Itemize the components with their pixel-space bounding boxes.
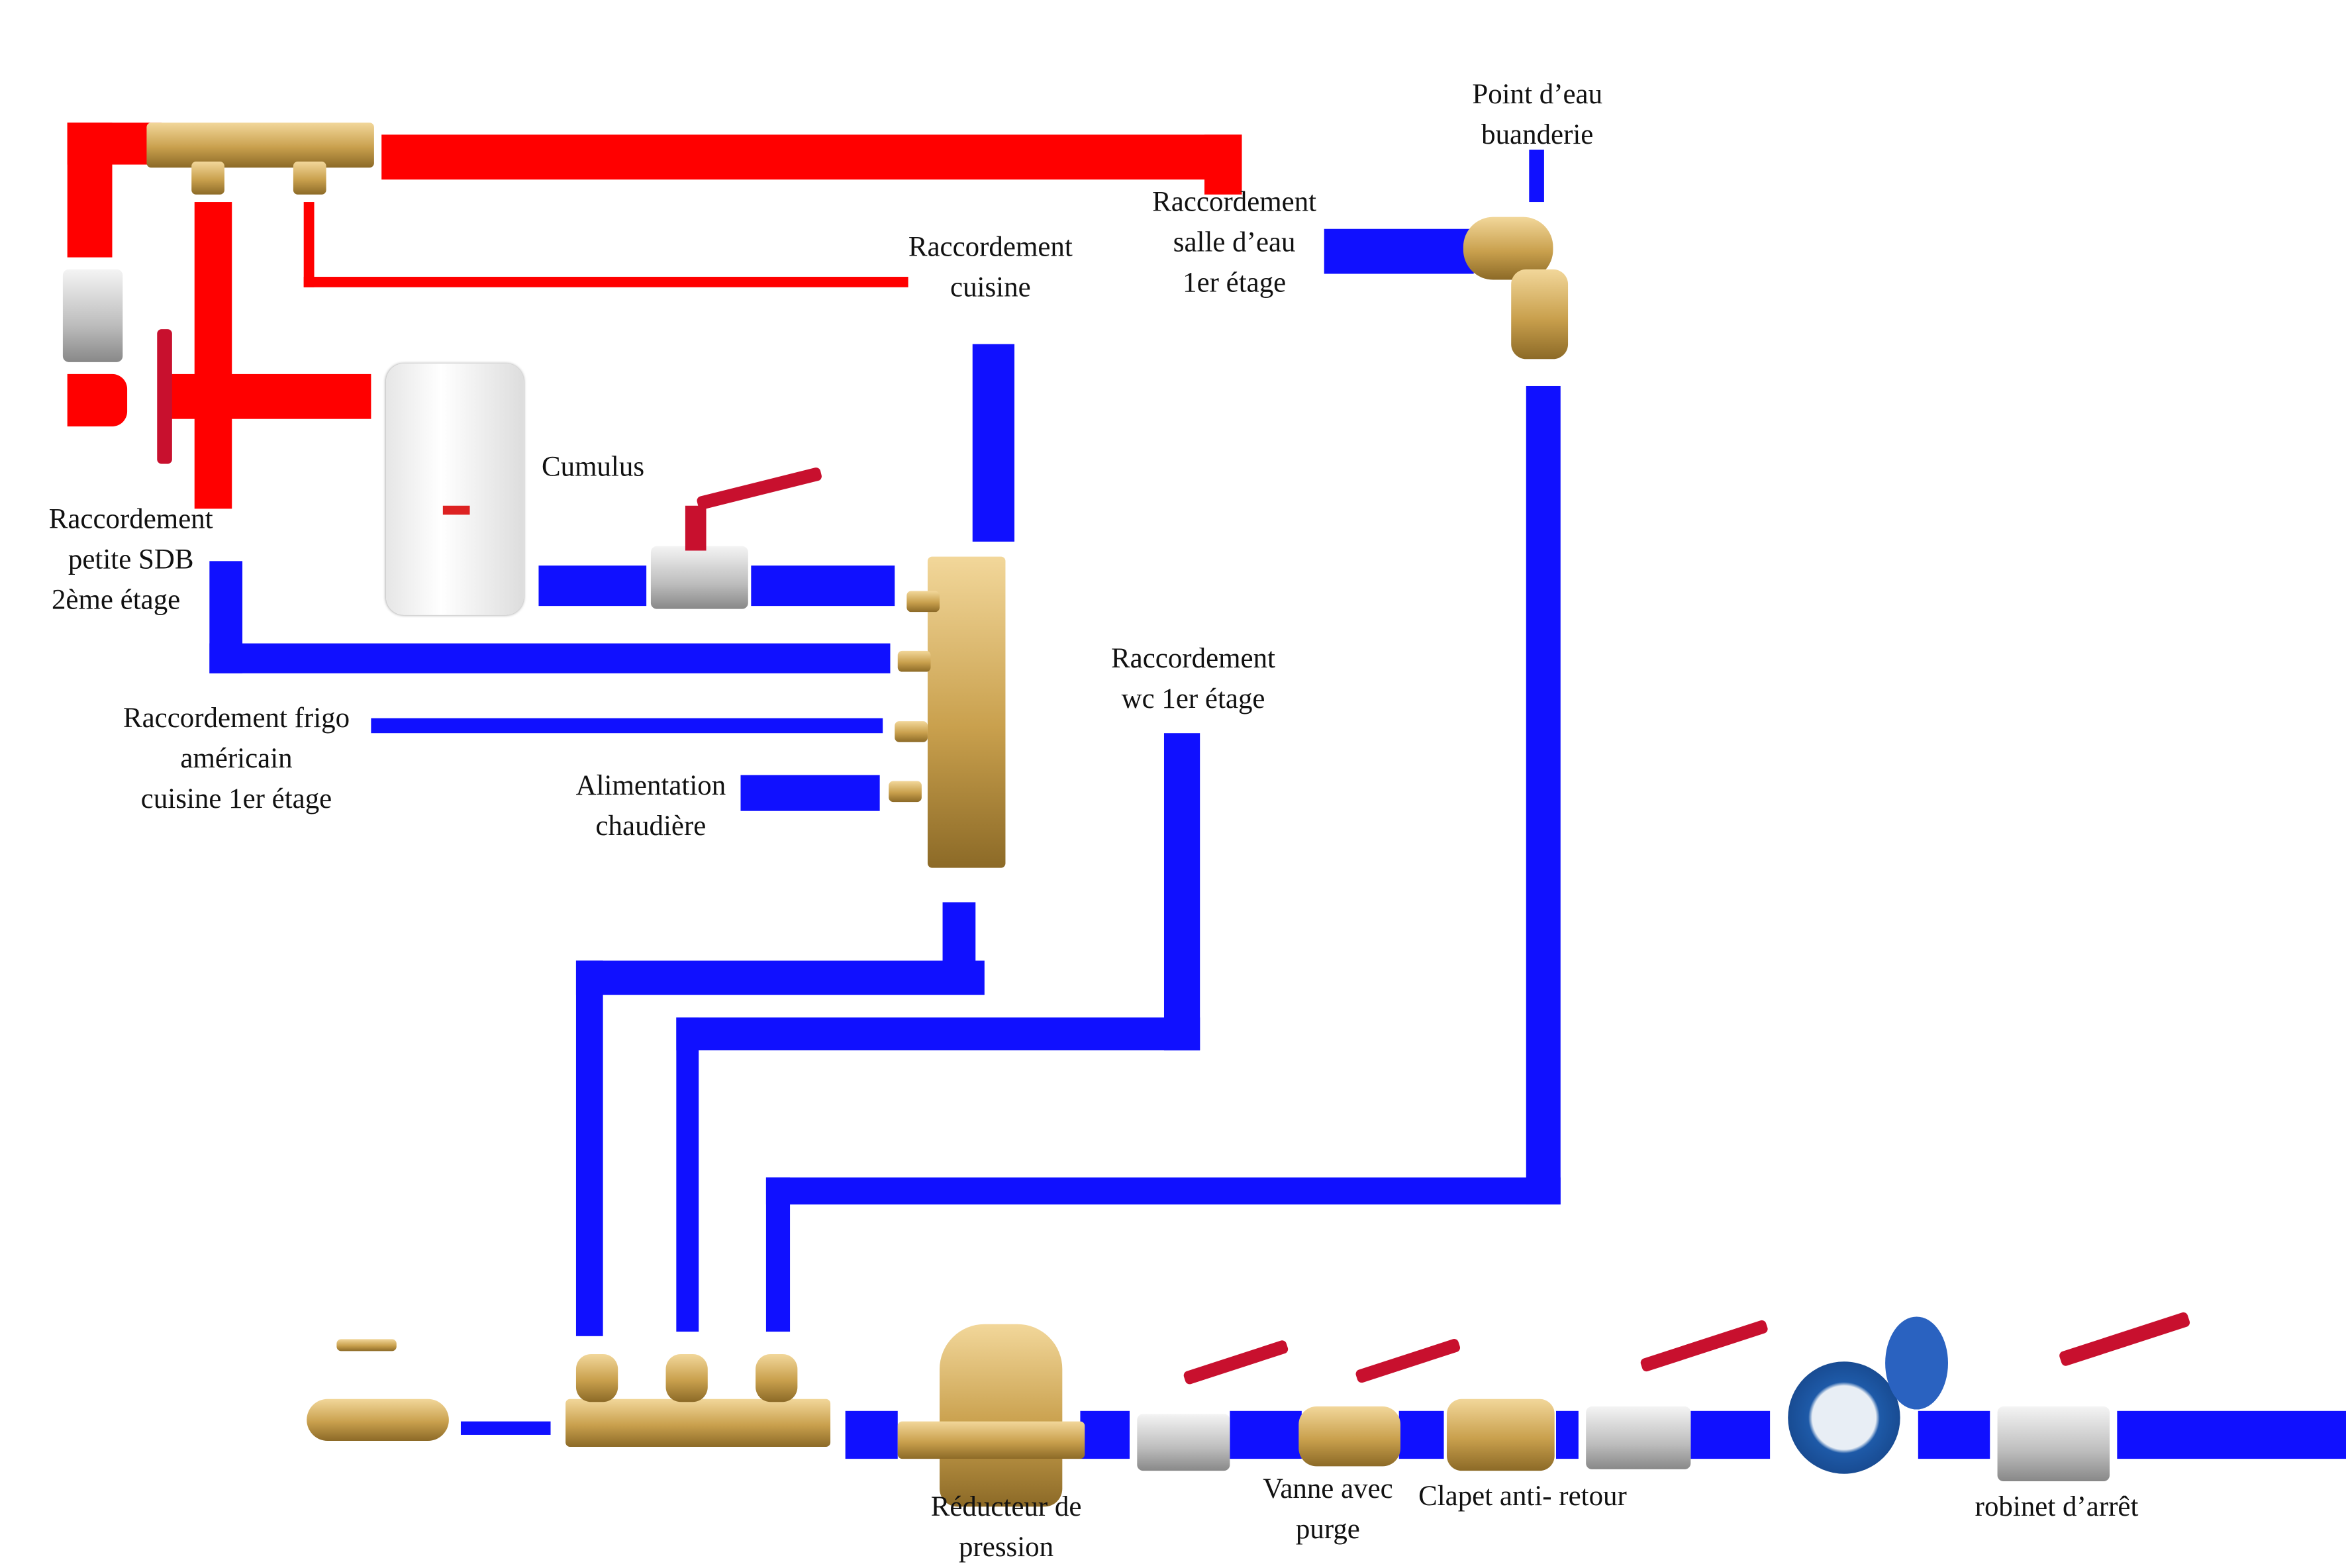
valve-handle: [1639, 1319, 1769, 1373]
main-pipe: [460, 1421, 551, 1435]
hot-pipe: [303, 277, 908, 287]
cold-pipe: [765, 1177, 1561, 1204]
manifold-outlet: [906, 591, 940, 612]
cold-pipe: [575, 960, 985, 995]
valve-handle: [696, 466, 823, 511]
manifold-outlet: [895, 721, 928, 742]
manifold-outlet: [897, 650, 931, 672]
garden-tap-icon: [307, 1398, 449, 1441]
cold-pipe: [371, 718, 883, 734]
distribution-manifold-icon: [565, 1398, 831, 1447]
cold-water-manifold: [927, 556, 1006, 868]
ball-valve-icon: [1137, 1414, 1230, 1471]
ball-valve-icon: [62, 269, 123, 362]
main-pipe: [2117, 1410, 2346, 1459]
hot-pipe: [67, 122, 113, 258]
hot-pipe: [194, 202, 232, 509]
manifold-outlet: [889, 781, 922, 803]
cold-pipe: [1526, 385, 1561, 1204]
cold-pipe: [676, 1017, 1200, 1051]
label-robinet-arret: robinet d’arrêt: [1975, 1491, 2139, 1524]
valve-handle: [157, 329, 172, 464]
main-pipe: [1918, 1410, 1990, 1459]
label-cumulus: Cumulus: [541, 452, 645, 483]
cold-pipe: [538, 565, 647, 607]
cold-pipe: [1163, 733, 1200, 1051]
cold-pipe: [1324, 228, 1474, 274]
cold-pipe: [765, 1177, 791, 1332]
cold-pipe: [740, 775, 880, 811]
stop-valve-icon: [1997, 1406, 2110, 1482]
cold-pipe: [676, 1017, 699, 1332]
water-heater: [385, 364, 524, 615]
manifold-outlet: [575, 1353, 618, 1402]
pressure-reducer-port: [897, 1421, 1085, 1459]
main-pipe: [1690, 1410, 1771, 1459]
pressure-reducer-icon: [940, 1324, 1063, 1507]
ball-valve-icon: [650, 546, 748, 609]
label-clapet: Clapet anti- retour: [1418, 1481, 1627, 1513]
hot-pipe: [381, 134, 1242, 180]
cold-pipe: [209, 643, 891, 673]
main-pipe: [1230, 1410, 1302, 1459]
hot-pipe: [1204, 134, 1242, 195]
manifold-outlet: [665, 1353, 708, 1402]
hot-water-manifold: [146, 122, 374, 168]
cold-pipe: [1529, 149, 1544, 203]
check-valve-icon: [1447, 1398, 1555, 1471]
drain-valve-icon: [1298, 1406, 1400, 1467]
tee-fitting-icon: [1511, 269, 1569, 360]
cold-pipe: [942, 902, 976, 962]
tap-handle: [336, 1339, 397, 1351]
valve-stem: [685, 505, 707, 551]
water-meter-icon: [1788, 1361, 1900, 1474]
water-meter-lid: [1885, 1316, 1948, 1410]
main-pipe: [1555, 1410, 1579, 1459]
valve-handle: [2058, 1311, 2191, 1367]
manifold-outlet: [293, 162, 326, 195]
manifold-outlet: [756, 1353, 798, 1402]
valve-handle: [1354, 1338, 1461, 1384]
ball-valve-icon: [1586, 1406, 1691, 1469]
cold-pipe: [751, 565, 895, 607]
main-pipe: [1080, 1410, 1130, 1459]
cold-pipe: [575, 960, 603, 1336]
hot-pipe: [67, 373, 128, 426]
main-pipe: [1398, 1410, 1444, 1459]
main-pipe: [845, 1410, 898, 1459]
valve-handle: [1182, 1339, 1289, 1386]
manifold-outlet: [191, 162, 224, 195]
hot-pipe: [303, 202, 315, 287]
hot-pipe: [164, 373, 371, 419]
cold-pipe: [972, 344, 1015, 542]
